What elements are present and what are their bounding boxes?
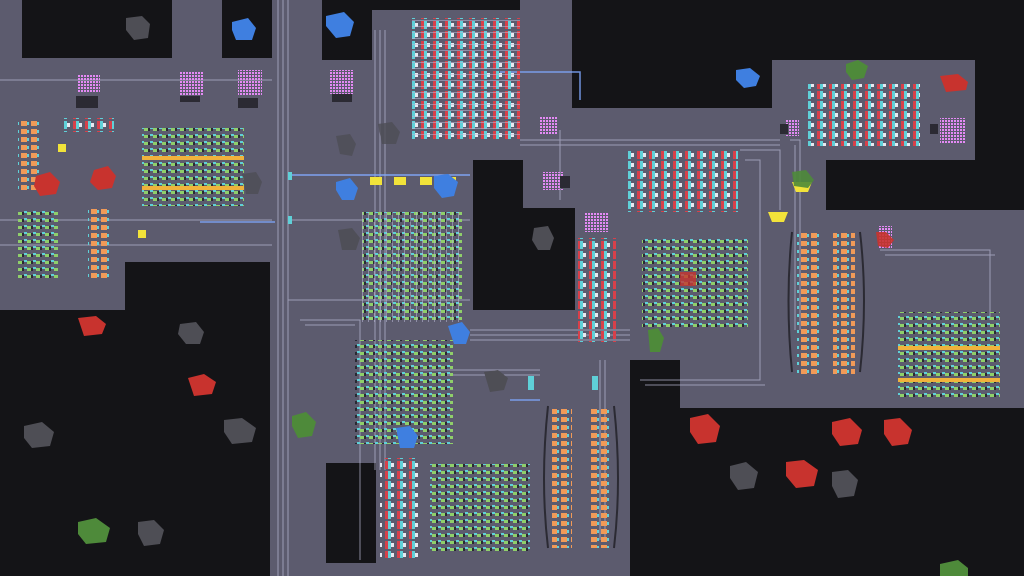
connectors (180, 94, 938, 188)
unit-gray-10[interactable] (138, 520, 164, 546)
unit-gray-9[interactable] (224, 418, 256, 444)
yellow-node-5[interactable] (58, 144, 66, 152)
unit-blue-5[interactable] (434, 174, 458, 198)
unit-red-10[interactable] (876, 232, 894, 248)
pink-port-4[interactable] (540, 116, 558, 134)
hole-bottom (326, 463, 376, 563)
unit-gray-5[interactable] (338, 228, 360, 250)
pink-port-7[interactable] (785, 120, 799, 136)
unit-red-1[interactable] (940, 74, 968, 92)
unit-blue-3[interactable] (736, 68, 760, 88)
unit-red-9[interactable] (884, 418, 912, 446)
hole-center-2 (523, 208, 575, 310)
yellow-node-3[interactable] (420, 177, 432, 185)
column-bank-left[interactable] (362, 212, 462, 322)
unit-green-6[interactable] (792, 170, 814, 188)
chains-orange-right[interactable] (787, 231, 865, 374)
unit-gray-11[interactable] (484, 370, 508, 392)
yellow-node-1[interactable] (370, 177, 382, 185)
yellow-node-6[interactable] (138, 230, 146, 238)
grid-mid-right[interactable] (628, 150, 738, 212)
bus-unit-right[interactable] (898, 312, 1000, 398)
grid-top-right[interactable] (808, 84, 920, 146)
bus-unit-left[interactable] (142, 128, 244, 206)
grid-top-center[interactable] (412, 18, 520, 140)
hole-right (826, 160, 1024, 210)
pink-port-2[interactable] (238, 70, 262, 96)
pink-port-3[interactable] (330, 70, 354, 94)
unit-red-8[interactable] (832, 418, 862, 446)
unit-green-5[interactable] (940, 560, 968, 576)
column-bank-bottom[interactable] (430, 464, 530, 554)
stack-bottom[interactable] (380, 458, 420, 558)
pink-port-5[interactable] (542, 172, 564, 190)
unit-red-3[interactable] (90, 166, 116, 190)
unit-red-6[interactable] (690, 414, 720, 444)
cluster-far-left[interactable] (18, 120, 110, 280)
assembly-top-left[interactable] (64, 74, 114, 132)
pink-port-8[interactable] (940, 118, 966, 144)
unit-red-7[interactable] (786, 460, 818, 488)
unit-blue-1[interactable] (232, 18, 256, 40)
unit-green-2[interactable] (78, 518, 110, 544)
unit-red-4[interactable] (78, 316, 106, 336)
unit-red-2[interactable] (34, 172, 60, 196)
yellow-node-2[interactable] (394, 177, 406, 185)
unit-green-3[interactable] (292, 412, 316, 438)
pink-port-6[interactable] (584, 212, 608, 232)
pink-port-1[interactable] (180, 72, 204, 96)
board-holes (326, 160, 1024, 563)
unit-blue-4[interactable] (336, 178, 358, 200)
unit-gray-8[interactable] (24, 422, 54, 448)
unit-green-1[interactable] (846, 60, 868, 80)
column-bank-lower-left[interactable] (355, 340, 453, 444)
unit-green-4[interactable] (648, 328, 664, 352)
chains-orange-bottom[interactable] (543, 405, 619, 549)
unit-gray-12[interactable] (730, 462, 758, 490)
unit-gray-4[interactable] (242, 172, 262, 194)
unit-blue-2[interactable] (326, 12, 354, 38)
units[interactable] (24, 12, 968, 576)
unit-blue-6[interactable] (448, 322, 470, 344)
markers (288, 172, 598, 390)
unit-gray-6[interactable] (532, 226, 554, 250)
rows-center-right[interactable] (642, 238, 748, 330)
unit-gray-3[interactable] (336, 134, 356, 156)
unit-gray-7[interactable] (178, 322, 204, 344)
unit-gray-13[interactable] (832, 470, 858, 498)
unit-gray-1[interactable] (126, 16, 150, 40)
hole-center (473, 160, 523, 310)
unit-red-5[interactable] (188, 374, 216, 396)
yellow-funnel-1[interactable] (768, 212, 788, 222)
traces-active (200, 71, 581, 401)
stack-center[interactable] (578, 238, 616, 342)
unit-blue-7[interactable] (396, 426, 418, 448)
unit-gray-2[interactable] (378, 122, 400, 144)
